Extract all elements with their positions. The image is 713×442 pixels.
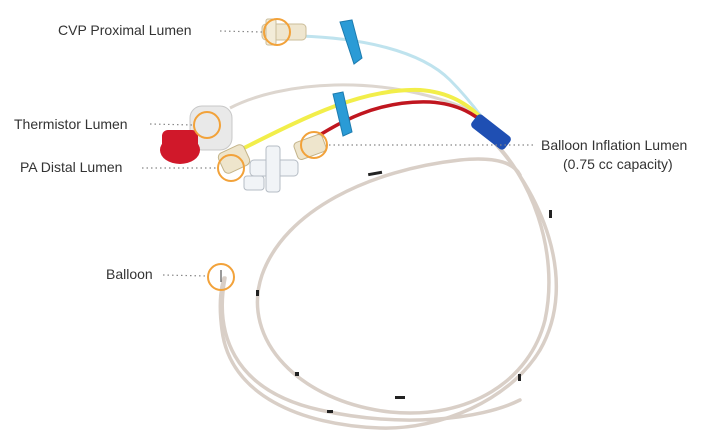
highlight-circles	[193, 18, 328, 291]
leader-lines	[142, 30, 533, 277]
cvp-highlight-circle	[263, 18, 291, 46]
balloon-capacity-label: (0.75 cc capacity)	[563, 156, 673, 172]
pa-distal-lumen-label: PA Distal Lumen	[20, 159, 123, 175]
cvp-line	[299, 34, 490, 126]
trifurcation-hub	[471, 114, 511, 150]
cvp-proximal-lumen-label: CVP Proximal Lumen	[58, 22, 192, 38]
pa-clamp	[332, 91, 353, 137]
catheter-body-outer	[218, 136, 558, 430]
balloon-label: Balloon	[106, 266, 153, 282]
thermistor-lumen-label: Thermistor Lumen	[14, 116, 128, 132]
balloon-inflation-line	[298, 100, 490, 150]
cvp-hub	[261, 18, 307, 46]
thermistor-line	[229, 83, 492, 133]
balloon-highlight-circle	[207, 263, 235, 291]
thermistor-highlight-circle	[193, 111, 221, 139]
pa-distal-highlight-circle	[217, 154, 245, 182]
balloon-inflation-highlight-circle	[300, 131, 328, 159]
pa-distal-hub	[217, 144, 251, 174]
catheter-body	[220, 136, 551, 422]
stopcock	[243, 145, 299, 193]
balloon-inflation-lumen-label: Balloon Inflation Lumen	[541, 137, 688, 153]
pa-distal-line	[239, 87, 487, 152]
thermistor-connector	[160, 105, 233, 164]
cvp-clamp	[339, 19, 363, 65]
depth-markings	[256, 170, 552, 413]
